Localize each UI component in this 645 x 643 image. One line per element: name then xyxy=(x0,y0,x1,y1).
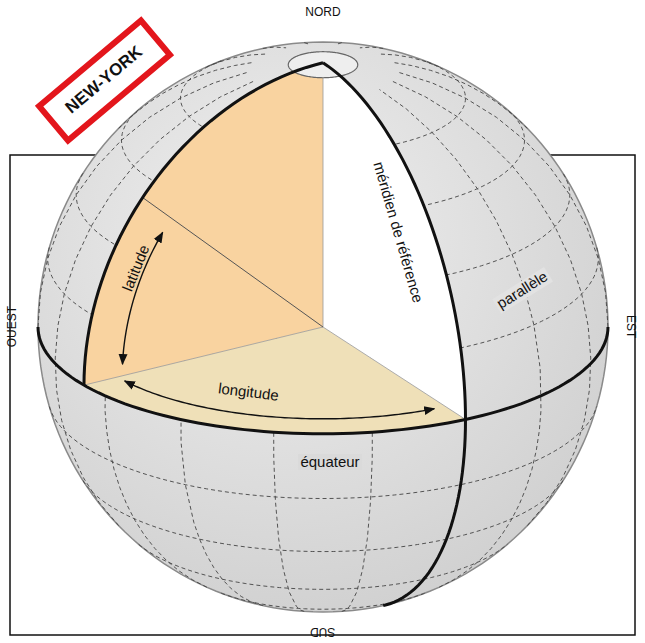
compass-label: NORD xyxy=(305,6,340,19)
compass-label: SUD xyxy=(310,625,335,638)
latitude-sector xyxy=(84,63,323,385)
longitude-arc xyxy=(125,381,435,419)
compass-label: EST xyxy=(624,315,637,338)
angle-label: longitude xyxy=(217,380,279,404)
city-tag: NEW-YORK xyxy=(34,16,173,144)
pole-cap xyxy=(288,52,357,78)
latitude-ray xyxy=(143,198,323,327)
city-name: NEW-YORK xyxy=(62,42,147,117)
equator-label: équateur xyxy=(298,454,361,471)
reference-meridian xyxy=(323,63,466,606)
equator-line xyxy=(38,327,608,434)
graticule xyxy=(38,43,608,612)
sphere xyxy=(38,42,608,612)
compass-label: OUEST xyxy=(6,306,19,347)
sector-edge xyxy=(84,327,323,385)
parallel-label: parallèle xyxy=(492,267,552,313)
angle-label: latitude xyxy=(119,242,152,293)
meridian-label: méridien de référence xyxy=(370,160,426,305)
reference-sector xyxy=(323,63,466,420)
sector-edge xyxy=(323,327,466,419)
ny-meridian xyxy=(84,63,323,385)
sector-edge xyxy=(323,63,324,327)
